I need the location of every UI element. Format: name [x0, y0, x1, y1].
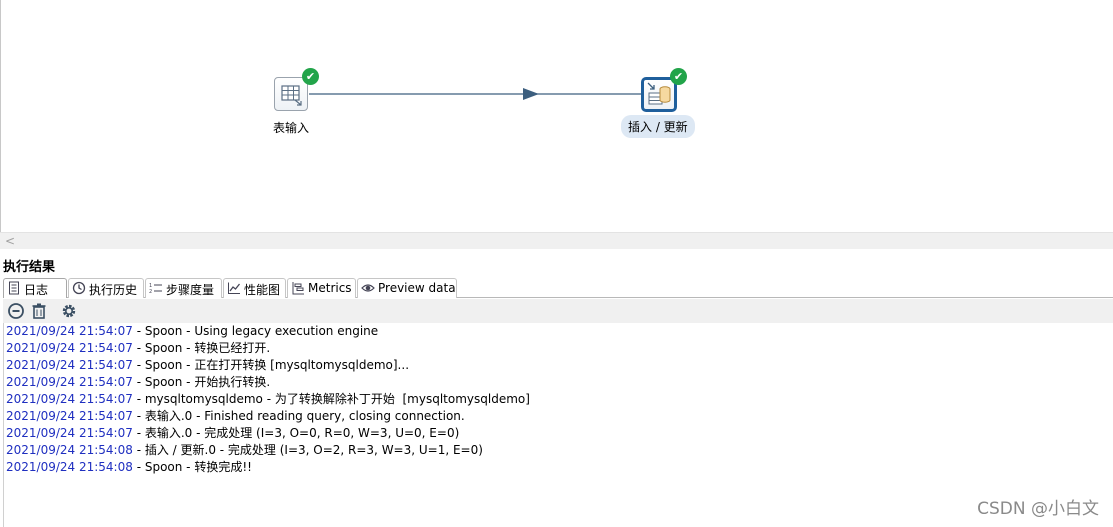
panel-title: 执行结果 — [3, 260, 56, 275]
log-line: 2021/09/24 21:54:08 - 插入 / 更新.0 - 完成处理 (… — [4, 442, 1113, 459]
success-check-icon: ✔ — [670, 68, 687, 85]
log-message: - 表输入.0 - Finished reading query, closin… — [132, 409, 465, 423]
stop-icon[interactable] — [7, 302, 25, 320]
svg-text:1: 1 — [149, 283, 152, 289]
tab-performance-chart[interactable]: 性能图 — [223, 278, 286, 298]
step-metrics-icon: 12 — [149, 283, 162, 295]
log-message: - Spoon - 转换完成!! — [132, 460, 252, 474]
scroll-left-icon[interactable]: < — [5, 234, 16, 248]
log-line: 2021/09/24 21:54:07 - 表输入.0 - 完成处理 (I=3,… — [4, 425, 1113, 442]
log-message: - Spoon - 转换已经打开. — [132, 341, 271, 355]
log-timestamp: 2021/09/24 21:54:07 — [6, 341, 133, 355]
tab-label: Preview data — [378, 281, 456, 295]
log-line: 2021/09/24 21:54:08 - Spoon - 转换完成!! — [4, 459, 1113, 476]
tab-label: Metrics — [308, 281, 352, 295]
log-timestamp: 2021/09/24 21:54:07 — [6, 375, 133, 389]
step-label: 表输入 — [273, 121, 310, 135]
log-toolbar — [3, 299, 1113, 323]
tab-log[interactable]: 日志 — [3, 278, 67, 298]
horizontal-scrollbar[interactable]: < — [0, 232, 1113, 249]
log-message: - Spoon - 开始执行转换. — [132, 375, 271, 389]
watermark: CSDN @小白文 — [977, 499, 1099, 519]
log-line: 2021/09/24 21:54:07 - 表输入.0 - Finished r… — [4, 408, 1113, 425]
history-icon — [72, 281, 86, 295]
success-check-icon: ✔ — [302, 68, 319, 85]
tab-label: 执行历史 — [89, 283, 138, 297]
step-label: 插入 / 更新 — [621, 115, 695, 138]
trash-icon[interactable] — [30, 302, 48, 320]
log-line: 2021/09/24 21:54:07 - Spoon - 开始执行转换. — [4, 374, 1113, 391]
log-message: - mysqltomysqldemo - 为了转换解除补丁开始 [mysqlto… — [132, 392, 530, 406]
log-lines: 2021/09/24 21:54:07 - Spoon - Using lega… — [4, 323, 1113, 476]
log-message: - 插入 / 更新.0 - 完成处理 (I=3, O=2, R=3, W=3, … — [132, 443, 483, 457]
tab-label: 步骤度量 — [166, 283, 215, 297]
metrics-icon — [292, 282, 304, 295]
log-line: 2021/09/24 21:54:07 - mysqltomysqldemo -… — [4, 391, 1113, 408]
log-timestamp: 2021/09/24 21:54:07 — [6, 409, 133, 423]
log-timestamp: 2021/09/24 21:54:07 — [6, 392, 133, 406]
log-output[interactable]: 2021/09/24 21:54:07 - Spoon - Using lega… — [3, 323, 1113, 527]
hop-arrow[interactable] — [1, 0, 1113, 232]
table-input-icon — [274, 77, 308, 111]
tab-preview-data[interactable]: Preview data — [357, 278, 457, 298]
step-table-input[interactable]: ✔ — [274, 68, 334, 137]
log-line: 2021/09/24 21:54:07 - Spoon - Using lega… — [4, 323, 1113, 340]
tab-metrics[interactable]: Metrics — [287, 278, 356, 298]
tab-history[interactable]: 执行历史 — [68, 278, 144, 298]
log-timestamp: 2021/09/24 21:54:07 — [6, 358, 133, 372]
log-timestamp: 2021/09/24 21:54:07 — [6, 426, 133, 440]
log-message: - Spoon - Using legacy execution engine — [132, 324, 379, 338]
log-line: 2021/09/24 21:54:07 - Spoon - 正在打开转换 [my… — [4, 357, 1113, 374]
log-timestamp: 2021/09/24 21:54:07 — [6, 324, 133, 338]
log-message: - Spoon - 正在打开转换 [mysqltomysqldemo]... — [132, 358, 410, 372]
insert-update-icon — [641, 77, 677, 112]
preview-icon — [361, 284, 375, 292]
log-timestamp: 2021/09/24 21:54:08 — [6, 443, 133, 457]
log-message: - 表输入.0 - 完成处理 (I=3, O=0, R=0, W=3, U=0,… — [132, 426, 460, 440]
svg-text:2: 2 — [149, 289, 152, 295]
performance-chart-icon — [228, 282, 241, 294]
log-timestamp: 2021/09/24 21:54:08 — [6, 460, 133, 474]
step-insert-update[interactable]: ✔ — [641, 68, 701, 137]
transformation-canvas[interactable]: ✔ 表输入 ✔ 插入 / 更新 — [0, 0, 1113, 232]
log-line: 2021/09/24 21:54:07 - Spoon - 转换已经打开. — [4, 340, 1113, 357]
log-icon — [9, 281, 19, 295]
settings-icon[interactable] — [60, 302, 78, 320]
tab-label: 日志 — [24, 283, 49, 297]
tab-label: 性能图 — [244, 283, 281, 297]
